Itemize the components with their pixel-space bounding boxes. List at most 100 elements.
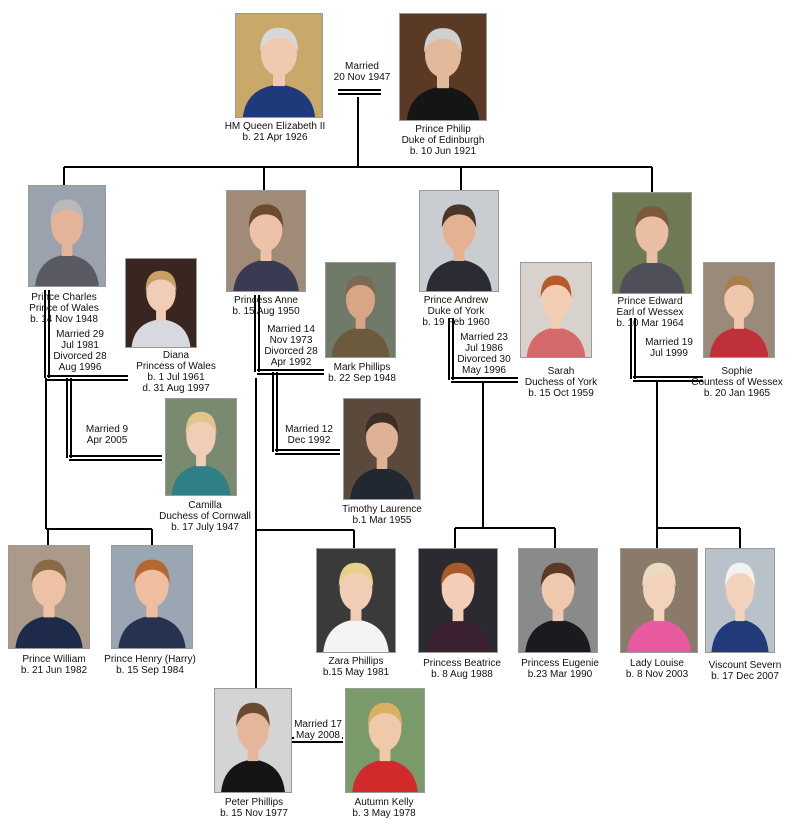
person-label-line: b. 8 Aug 1988 (431, 669, 493, 680)
marriage-note-line: Married 9 (85, 424, 129, 435)
portrait-autumn (345, 688, 425, 793)
person-label-line: Prince Edward (617, 296, 683, 307)
person-label-line: d. 31 Aug 1997 (142, 383, 210, 394)
person-label-line: Lady Louise (630, 658, 684, 669)
person-label-line: Princess Eugenie (521, 658, 599, 669)
person-label-line: Mark Phillips (333, 362, 391, 373)
person-label-line: b. 15 Sep 1984 (116, 665, 184, 676)
person-label-line: Prince Henry (Harry) (104, 654, 196, 665)
portrait-elizabeth (235, 13, 323, 118)
person-label-line: Countess of Wessex (691, 377, 783, 388)
portrait-louise (620, 548, 698, 653)
marriage-note-line: Apr 1992 (270, 357, 312, 368)
person-label-line: b.23 Mar 1990 (527, 669, 593, 680)
marriage-note-line: Married 17 (294, 719, 342, 730)
portrait-peter (214, 688, 292, 793)
person-label-line: b. 15 Aug 1950 (232, 306, 300, 317)
person-label-line: b. 20 Jan 1965 (703, 388, 771, 399)
person-label-line: b. 3 May 1978 (352, 808, 416, 819)
person-label-line: Duke of Edinburgh (401, 135, 485, 146)
portrait-anne (226, 190, 306, 292)
person-label-line: b. 10 Mar 1964 (616, 318, 684, 329)
portrait-andrew (419, 190, 499, 292)
portrait-severn (705, 548, 775, 653)
person-label-line: Princess of Wales (136, 361, 216, 372)
person-label-line: b. 21 Apr 1926 (242, 132, 308, 143)
marriage-note-line: Aug 1996 (58, 362, 102, 373)
marriage-note-line: Divorced 28 (264, 346, 318, 357)
marriage-note-line: Jul 1999 (650, 348, 688, 359)
person-label-line: b.15 May 1981 (322, 667, 390, 678)
person-label-line: Earl of Wessex (616, 307, 684, 318)
person-label-line: b. 8 Nov 2003 (625, 669, 689, 680)
portrait-william (8, 545, 90, 649)
person-label-line: Princess Beatrice (423, 658, 501, 669)
person-label-line: Viscount Severn (708, 660, 782, 671)
person-label-line: Duchess of York (524, 377, 598, 388)
person-label-line: Peter Phillips (224, 797, 284, 808)
person-label-line: b. 21 Jun 1982 (20, 665, 88, 676)
marriage-note-line: Married 19 (645, 337, 693, 348)
marriage-note-line: Married 23 (460, 332, 508, 343)
portrait-diana (125, 258, 197, 348)
person-label-line: Sarah (547, 366, 575, 377)
person-label-line: Duchess of Cornwall (159, 511, 251, 522)
person-label-line: b. 14 Nov 1948 (30, 314, 98, 325)
marriage-note-line: Married 14 (267, 324, 315, 335)
person-label-line: Sophie (721, 366, 753, 377)
person-label-line: b. 15 Nov 1977 (220, 808, 288, 819)
person-label-line: Zara Phillips (328, 656, 384, 667)
person-label-line: HM Queen Elizabeth II (224, 121, 326, 132)
person-label-line: Prince Andrew (423, 295, 489, 306)
marriage-note-line: Married 29 (56, 329, 104, 340)
person-label-line: Camilla (188, 500, 222, 511)
marriage-note-line: Married (345, 61, 379, 72)
portrait-mark (325, 262, 396, 358)
marriage-note-line: May 1996 (462, 365, 506, 376)
portrait-harry (111, 545, 193, 649)
marriage-note-line: Apr 2005 (86, 435, 128, 446)
person-label-line: Autumn Kelly (354, 797, 414, 808)
marriage-note-line: 20 Nov 1947 (333, 72, 391, 83)
portrait-camilla (165, 398, 237, 496)
person-label-line: Duke of York (427, 306, 485, 317)
person-label-line: b. 10 Jun 1921 (409, 146, 477, 157)
portrait-zara (316, 548, 396, 653)
portrait-edward (612, 192, 692, 294)
marriage-note-line: Married 12 (285, 424, 333, 435)
person-label-line: b. 17 July 1947 (171, 522, 239, 533)
person-label-line: Prince William (22, 654, 86, 665)
portrait-sophie (703, 262, 775, 358)
person-label-line: Princess Anne (234, 295, 298, 306)
person-label-line: Timothy Laurence (342, 504, 422, 515)
person-label-line: b. 1 Jul 1961 (147, 372, 205, 383)
person-label-line: b. 22 Sep 1948 (328, 373, 396, 384)
portrait-philip (399, 13, 487, 121)
marriage-note-line: Nov 1973 (269, 335, 313, 346)
marriage-note-line: Jul 1986 (465, 343, 503, 354)
person-label-line: Diana (162, 350, 190, 361)
